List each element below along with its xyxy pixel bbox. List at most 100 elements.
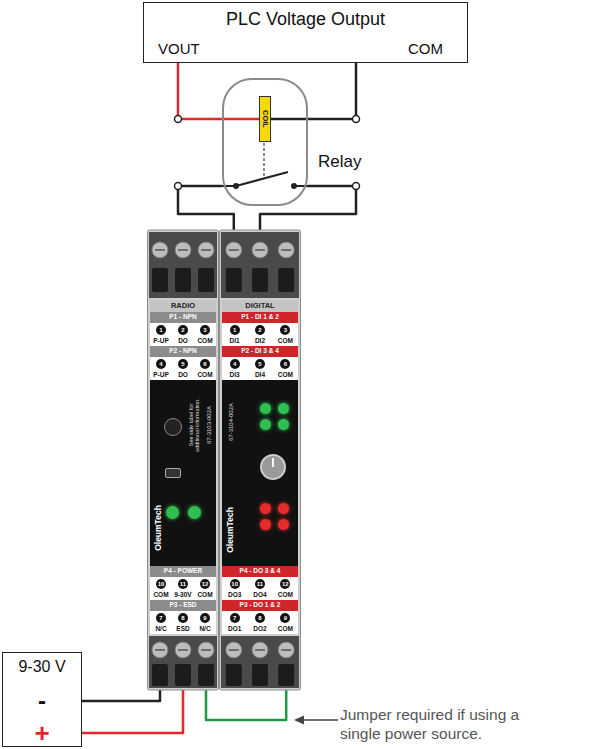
section-title: P3 - DO 1 & 2	[240, 602, 281, 609]
pin-number: 2	[255, 325, 265, 335]
screw-slot	[201, 249, 211, 251]
output-led	[278, 519, 289, 530]
pin-number: 6	[280, 359, 290, 369]
contact-dot	[233, 183, 239, 189]
pin-number: 4	[230, 359, 240, 369]
pin-cell: 12	[273, 577, 298, 590]
terminal-circle	[175, 183, 182, 190]
terminal-screw	[252, 242, 268, 258]
pin-cell: 11	[247, 577, 272, 590]
pin-name: N/C	[155, 626, 166, 633]
pin-number-row: 4 56	[150, 357, 216, 370]
pin-cell: 9-30V	[172, 590, 194, 600]
wire-entry	[175, 268, 191, 292]
pin-number: 10	[156, 579, 166, 589]
pin-name: DI1	[230, 338, 240, 345]
wire-entry	[152, 664, 168, 686]
pin-number: 5	[178, 359, 188, 369]
terminal-circle	[353, 183, 360, 190]
pin-number: 9	[280, 613, 290, 623]
pin-number-row: 789	[150, 611, 216, 624]
terminal-screw	[175, 242, 191, 258]
note-text: Jumper required if using a single power …	[340, 705, 536, 744]
wire-entry	[226, 664, 242, 686]
terminal-screw	[252, 642, 268, 658]
pin-number-row: 456	[222, 357, 298, 370]
pin-number: 10	[230, 579, 240, 589]
pin-name: P-UP	[153, 338, 169, 345]
leader-arrowhead	[294, 716, 304, 725]
screw-slot	[229, 649, 239, 651]
pin-cell: 2	[247, 323, 272, 336]
section-title: P1 - DI 1 & 2	[241, 314, 279, 321]
leader-arrow	[302, 719, 338, 721]
output-led	[278, 503, 289, 514]
terminal-block	[221, 232, 299, 298]
relay-coil: COIL	[259, 96, 271, 142]
wire-entry	[252, 268, 268, 292]
pin-cell: 3	[194, 323, 216, 336]
pin-cell: DO	[172, 370, 194, 380]
signal-name: VOUT	[158, 40, 200, 57]
pin-name-row: DO1DO2COM	[222, 624, 298, 634]
pin-cell: 9	[194, 611, 216, 624]
section-title: P1 - NPN	[169, 314, 196, 321]
pin-name: COM	[197, 338, 212, 345]
pin-number-row: 789	[222, 611, 298, 624]
pin-cell: DI4	[247, 370, 272, 380]
pin-name: DO	[178, 338, 188, 345]
part-number: 67-3104-002A	[228, 403, 235, 441]
io-module: DIGITALP1 - DI 1 & 2123DI1DI2COMP2 - DI …	[219, 230, 301, 690]
pin-name: DO	[178, 372, 188, 379]
push-button	[164, 418, 182, 436]
pin-number: 7	[230, 613, 240, 623]
terminal-screw	[152, 242, 168, 258]
pin-number-row: 101112	[150, 577, 216, 590]
brand-name: OleumTech	[226, 507, 236, 553]
screw-slot	[281, 649, 291, 651]
pin-cell: DO1	[222, 624, 247, 634]
pin-cell: DO3	[222, 590, 247, 600]
pin-cell: 10	[222, 577, 247, 590]
pin-number: 8	[178, 613, 188, 623]
pin-name: COM	[153, 592, 168, 599]
terminal-screw	[278, 642, 294, 658]
input-led	[278, 419, 289, 430]
pin-name-row: DI3DI4COM	[222, 370, 298, 380]
pin-name: COM	[278, 626, 293, 633]
part-number: 67-3103-002A	[206, 406, 213, 444]
pin-cell: COM	[194, 370, 216, 380]
pin-number: 4	[156, 359, 166, 369]
terminal-circle	[353, 116, 360, 123]
polarity-sign: -	[3, 689, 81, 713]
pin-cell: P-UP	[150, 336, 172, 346]
pin-name: COM	[278, 592, 293, 599]
wire-entry	[175, 664, 191, 686]
supply-rating: 9-30 V	[3, 658, 81, 676]
box-title: PLC Voltage Output	[144, 9, 467, 30]
signal-name: COM	[408, 40, 443, 57]
pin-cell: N/C	[194, 624, 216, 634]
wire-entry	[198, 268, 214, 292]
pin-name: COM	[278, 372, 293, 379]
pin-cell: 9	[273, 611, 298, 624]
pin-cell: 6	[194, 357, 216, 370]
pin-cell: COM	[273, 590, 298, 600]
pin-cell: 1	[222, 323, 247, 336]
pin-number: 1	[156, 325, 166, 335]
brand-name: OleumTech	[154, 505, 164, 551]
pin-cell: 7	[222, 611, 247, 624]
pin-cell: 5	[247, 357, 272, 370]
screw-slot	[281, 249, 291, 251]
pin-cell: COM	[150, 590, 172, 600]
section-title: P4 - DO 3 & 4	[240, 568, 281, 575]
screw-slot	[229, 249, 239, 251]
pin-cell: DO4	[247, 590, 272, 600]
pin-cell: DO	[172, 336, 194, 346]
pin-cell: COM	[273, 370, 298, 380]
terminal-screw	[152, 642, 168, 658]
module-face: OleumTech 67-3104-002A	[222, 380, 298, 566]
terminal-circle	[175, 116, 182, 123]
pin-name: 9-30V	[174, 592, 191, 599]
